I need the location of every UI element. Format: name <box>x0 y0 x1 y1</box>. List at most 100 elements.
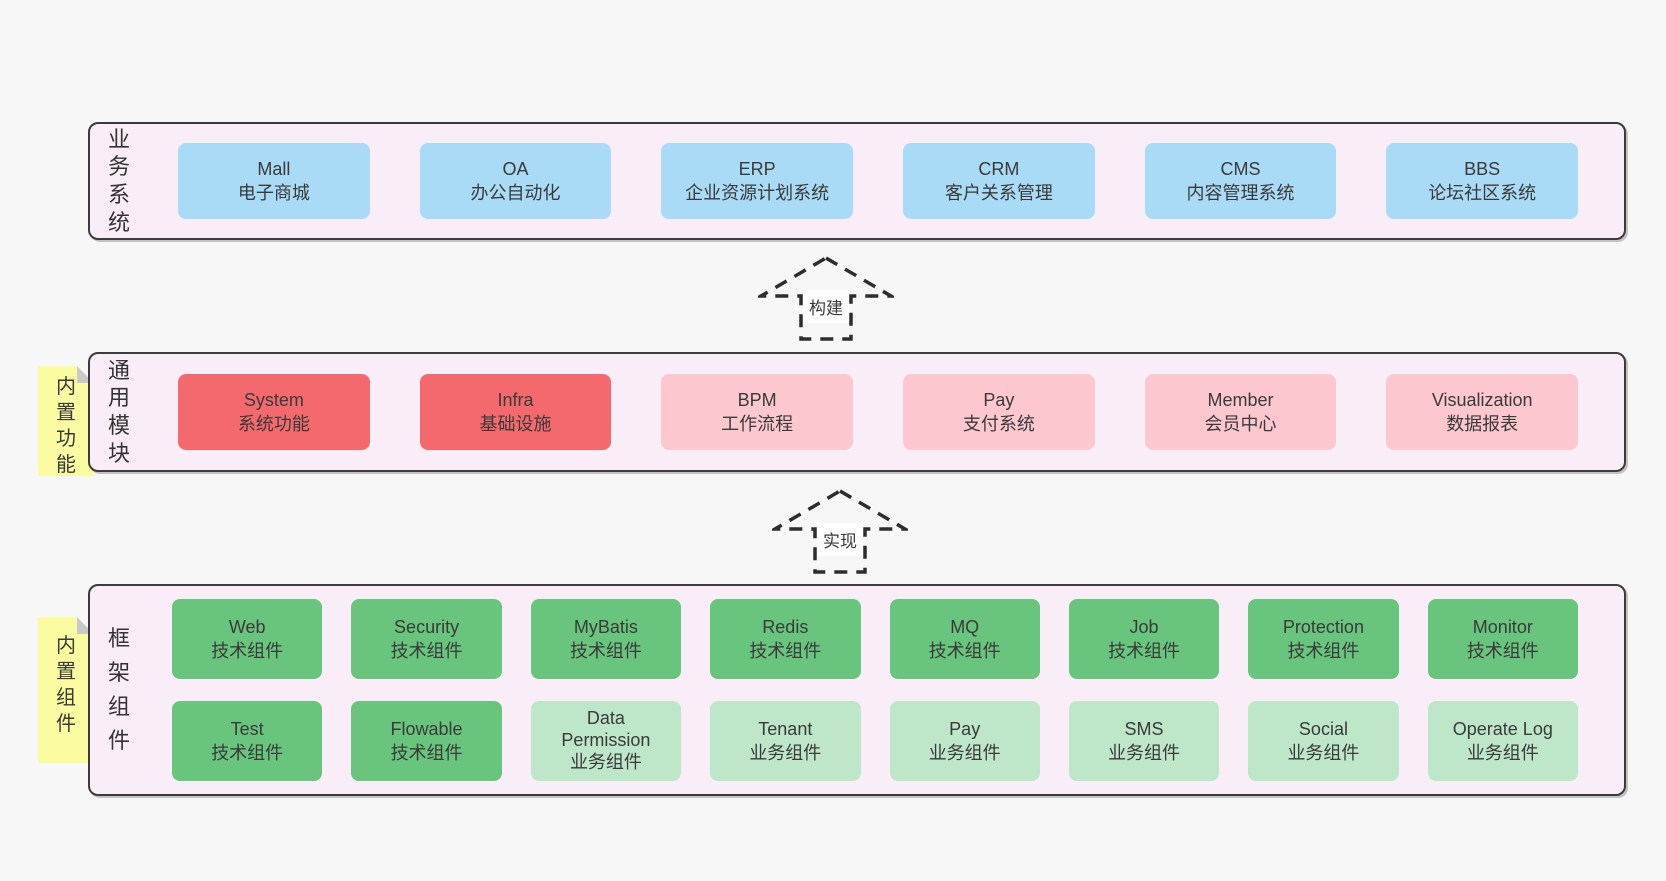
component-box-security: Security 技术组件 <box>351 599 502 679</box>
panel-label: 框架组件 <box>107 625 130 754</box>
module-box-member: Member 会员中心 <box>1144 374 1337 450</box>
component-box-pay-biz: Pay 业务组件 <box>889 701 1040 781</box>
dashed-up-arrow-icon <box>772 488 908 574</box>
module-box-cms: CMS 内容管理系统 <box>1144 143 1337 219</box>
box-subtitle: 工作流程 <box>721 414 794 434</box>
box-subtitle: 技术组件 <box>211 641 284 661</box>
box-subtitle: 业务组件 <box>928 743 1001 763</box>
component-box-redis: Redis 技术组件 <box>710 599 861 679</box>
box-subtitle: 系统功能 <box>237 414 310 434</box>
box-title: Security <box>394 616 460 637</box>
box-title: CMS <box>1220 158 1261 179</box>
box-title: Pay <box>949 718 981 739</box>
box-subtitle: 办公自动化 <box>470 183 561 203</box>
box-subtitle: 业务组件 <box>1287 743 1360 763</box>
box-title: Job <box>1129 616 1159 637</box>
box-title: Data Permission <box>561 708 651 751</box>
box-title: Redis <box>762 616 809 637</box>
module-box-oa: OA 办公自动化 <box>419 143 612 219</box>
box-subtitle: 业务组件 <box>569 751 642 772</box>
framework-row-2: Test 技术组件 Flowable 技术组件 Data Permission … <box>172 701 1578 781</box>
box-subtitle: 技术组件 <box>390 743 463 763</box>
component-box-operate-log: Operate Log 业务组件 <box>1427 701 1578 781</box>
box-title: Monitor <box>1472 616 1533 637</box>
framework-row-1: Web 技术组件 Security 技术组件 MyBatis 技术组件 Redi… <box>172 599 1578 679</box>
panel-common-modules: 通用模块 System 系统功能 Infra 基础设施 BPM 工作流程 Pay… <box>88 352 1626 472</box>
box-subtitle: 业务组件 <box>1466 743 1539 763</box>
box-title: Flowable <box>390 718 463 739</box>
box-title: Mall <box>257 158 291 179</box>
box-title: Test <box>230 718 264 739</box>
component-box-test: Test 技术组件 <box>172 701 323 781</box>
module-box-bbs: BBS 论坛社区系统 <box>1386 143 1579 219</box>
box-subtitle: 技术组件 <box>211 743 284 763</box>
box-title: Tenant <box>758 718 813 739</box>
module-box-erp: ERP 企业资源计划系统 <box>661 143 854 219</box>
module-box-visualization: Visualization 数据报表 <box>1386 374 1579 450</box>
module-box-bpm: BPM 工作流程 <box>661 374 854 450</box>
box-title: BPM <box>737 389 777 410</box>
box-title: Member <box>1207 389 1274 410</box>
box-title: Infra <box>497 389 534 410</box>
box-subtitle: 论坛社区系统 <box>1428 183 1537 203</box>
box-subtitle: 基础设施 <box>479 414 552 434</box>
box-subtitle: 业务组件 <box>749 743 822 763</box>
box-subtitle: 技术组件 <box>1108 641 1181 661</box>
box-title: Social <box>1298 718 1348 739</box>
module-box-crm: CRM 客户关系管理 <box>903 143 1095 219</box>
box-title: OA <box>502 158 529 179</box>
component-box-job: Job 技术组件 <box>1068 599 1220 679</box>
sticky-note-label: 内置功能 <box>56 376 76 476</box>
component-box-web: Web 技术组件 <box>172 599 323 679</box>
panel-business-systems: 业务系统 Mall 电子商城 OA 办公自动化 ERP 企业资源计划系统 CRM… <box>88 122 1626 240</box>
component-box-tenant: Tenant 业务组件 <box>710 701 861 781</box>
module-box-pay: Pay 支付系统 <box>903 374 1095 450</box>
box-title: Protection <box>1282 616 1364 637</box>
module-box-mall: Mall 电子商城 <box>178 143 370 219</box>
implement-arrow: 实现 <box>772 487 908 575</box>
box-title: BBS <box>1464 158 1501 179</box>
framework-box-grid: Web 技术组件 Security 技术组件 MyBatis 技术组件 Redi… <box>132 599 1624 781</box>
component-box-sms: SMS 业务组件 <box>1068 701 1220 781</box>
component-box-mq: MQ 技术组件 <box>889 599 1040 679</box>
box-title: MQ <box>950 616 980 637</box>
dashed-up-arrow-icon <box>758 255 894 341</box>
panel-label: 业务系统 <box>107 126 130 235</box>
box-subtitle: 业务组件 <box>1108 743 1181 763</box>
box-title: Visualization <box>1431 389 1533 410</box>
box-subtitle: 技术组件 <box>569 641 642 661</box>
component-box-protection: Protection 技术组件 <box>1248 599 1399 679</box>
box-subtitle: 技术组件 <box>390 641 463 661</box>
box-subtitle: 数据报表 <box>1446 414 1519 434</box>
box-subtitle: 内容管理系统 <box>1186 183 1295 203</box>
module-box-system: System 系统功能 <box>178 374 370 450</box>
component-box-social: Social 业务组件 <box>1248 701 1399 781</box>
box-title: Operate Log <box>1452 718 1553 739</box>
panel-label: 通用模块 <box>107 357 130 466</box>
box-title: System <box>243 389 304 410</box>
box-subtitle: 电子商城 <box>237 183 310 203</box>
box-subtitle: 客户关系管理 <box>944 183 1053 203</box>
box-title: Pay <box>983 389 1015 410</box>
box-subtitle: 技术组件 <box>1466 641 1539 661</box>
module-box-infra: Infra 基础设施 <box>419 374 612 450</box>
box-subtitle: 会员中心 <box>1204 414 1277 434</box>
box-subtitle: 技术组件 <box>1287 641 1360 661</box>
component-box-mybatis: MyBatis 技术组件 <box>530 599 682 679</box>
box-subtitle: 技术组件 <box>749 641 822 661</box>
component-box-data-permission: Data Permission 业务组件 <box>530 701 682 781</box>
arrow-label: 构建 <box>803 290 849 323</box>
box-title: ERP <box>738 158 776 179</box>
sticky-note-label: 内置组件 <box>56 635 76 735</box>
sticky-note-built-in-functions: 内置功能 <box>38 366 94 476</box>
box-subtitle: 支付系统 <box>962 414 1035 434</box>
sticky-note-built-in-components: 内置组件 <box>38 617 94 763</box>
box-title: SMS <box>1124 718 1164 739</box>
panel-framework-components: 框架组件 Web 技术组件 Security 技术组件 MyBatis 技术组件… <box>88 584 1626 796</box>
box-title: MyBatis <box>573 616 638 637</box>
box-title: Web <box>228 616 266 637</box>
component-box-monitor: Monitor 技术组件 <box>1427 599 1578 679</box>
box-subtitle: 企业资源计划系统 <box>685 183 830 203</box>
modules-box-row: System 系统功能 Infra 基础设施 BPM 工作流程 Pay 支付系统… <box>132 374 1624 450</box>
